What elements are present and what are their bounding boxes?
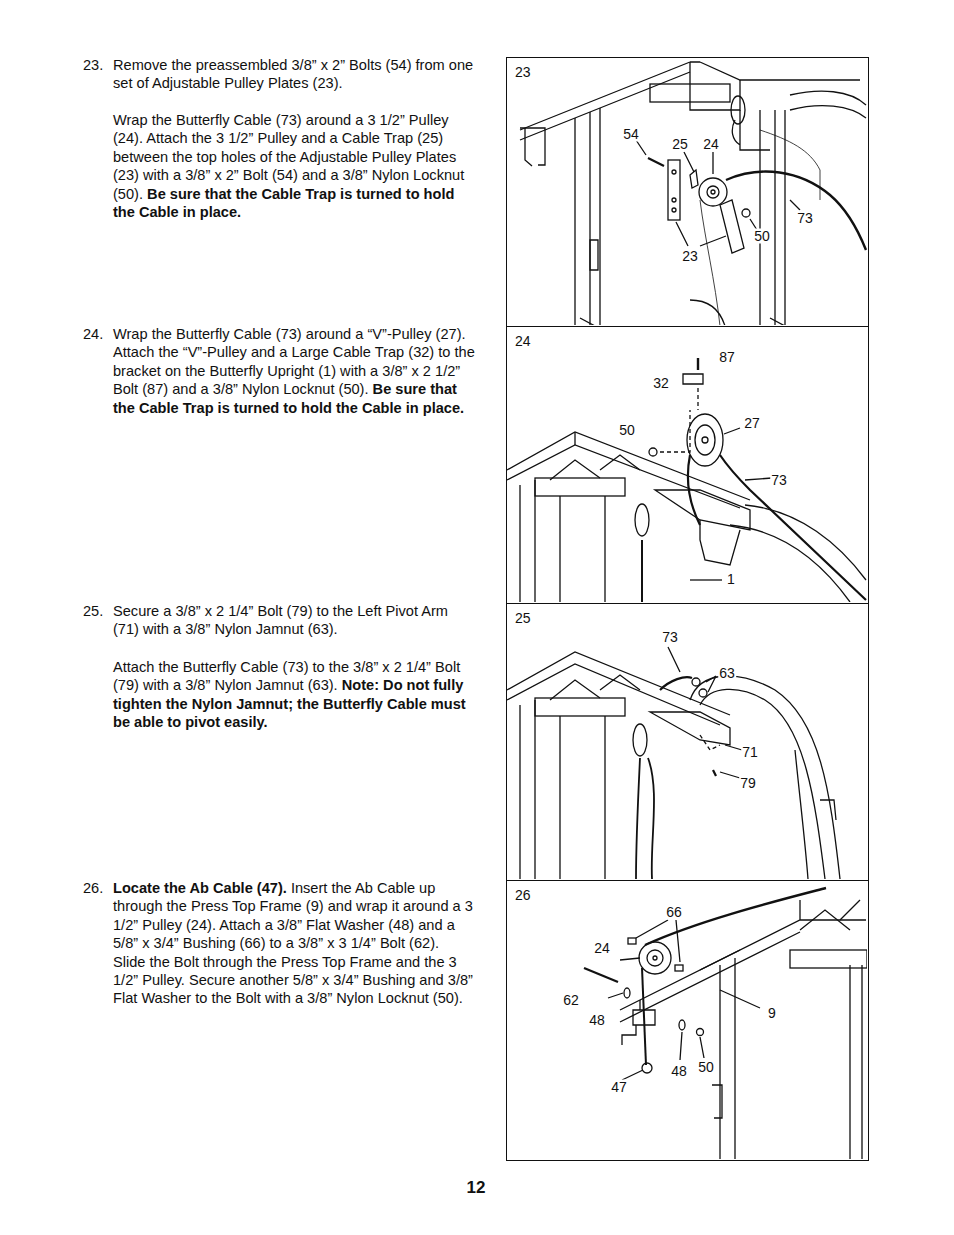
instruction-paragraph: Attach the Butterfly Cable (73) to the 3… (113, 658, 475, 732)
frame-drawing (520, 62, 866, 325)
callout-number: 63 (718, 666, 736, 681)
callout-number: 73 (770, 473, 788, 488)
instruction-paragraph: Wrap the Butterfly Cable (73) around a 3… (113, 111, 475, 221)
callout-number: 48 (588, 1013, 606, 1028)
callout-number: 25 (671, 137, 689, 152)
callout-number: 47 (610, 1080, 628, 1095)
instruction-warning: Be sure that the Cable Trap is turned to… (113, 186, 454, 220)
step-label: 23. (83, 56, 103, 74)
callout-number: 27 (743, 416, 761, 431)
callout-number: 32 (652, 376, 670, 391)
step-label: 24. (83, 325, 103, 343)
instruction-text: Insert the Ab Cable up through the Press… (113, 880, 473, 1006)
callout-number: 73 (661, 630, 679, 645)
frame-drawing (584, 888, 867, 1159)
callout-number: 24 (702, 137, 720, 152)
step-label: 26. (83, 879, 103, 897)
callout-number: 50 (618, 423, 636, 438)
callout-number: 79 (739, 776, 757, 791)
step-number: 26 (514, 887, 532, 903)
step-panel: 26 (506, 880, 869, 1161)
step-panel: 24 (506, 326, 869, 604)
step-number: 23 (514, 64, 532, 80)
instruction-text: Secure a 3/8” x 2 1/4” Bolt (79) to the … (113, 603, 448, 637)
callout-number: 23 (681, 249, 699, 264)
callout-number: 24 (593, 941, 611, 956)
instruction-paragraph: Wrap the Butterfly Cable (73) around a “… (113, 325, 475, 417)
callout-number: 62 (562, 993, 580, 1008)
instruction-text: Remove the preassembled 3/8” x 2” Bolts … (113, 57, 473, 91)
step-label: 25. (83, 602, 103, 620)
frame-drawing (507, 358, 866, 602)
callout-number: 71 (741, 745, 759, 760)
instruction-paragraph: Secure a 3/8” x 2 1/4” Bolt (79) to the … (113, 602, 475, 639)
callout-number: 48 (670, 1064, 688, 1079)
callout-number: 9 (767, 1006, 777, 1021)
step-panel: 25 (506, 603, 869, 881)
callout-number: 50 (753, 229, 771, 244)
step-panel: 23 (506, 57, 869, 327)
callout-number: 87 (718, 350, 736, 365)
frame-drawing (507, 647, 840, 879)
callout-number: 66 (665, 905, 683, 920)
callout-number: 1 (726, 572, 736, 587)
instruction-paragraph: Remove the preassembled 3/8” x 2” Bolts … (113, 56, 475, 93)
step-number: 24 (514, 333, 532, 349)
step-number: 25 (514, 610, 532, 626)
instruction-paragraph: Locate the Ab Cable (47).Insert the Ab C… (113, 879, 475, 1008)
instruction-warning: Locate the Ab Cable (47). (113, 880, 287, 896)
callout-number: 73 (796, 211, 814, 226)
callout-number: 54 (622, 127, 640, 142)
page-number: 12 (467, 1178, 486, 1198)
callout-number: 50 (697, 1060, 715, 1075)
